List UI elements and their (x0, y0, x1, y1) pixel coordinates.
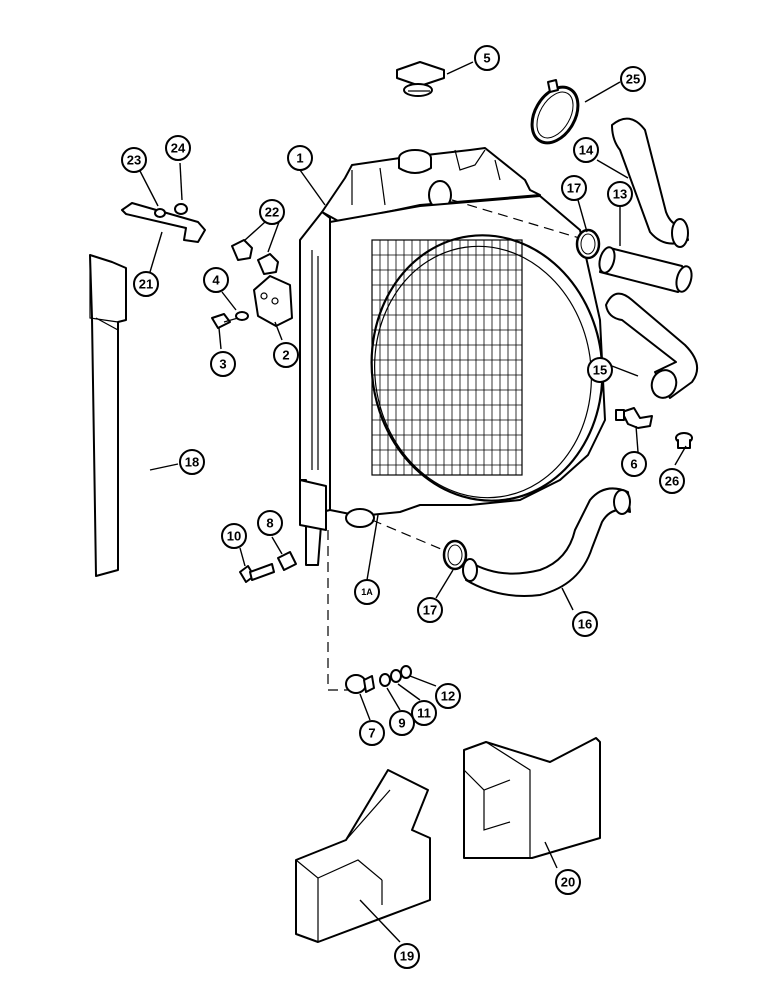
drain-plug (675, 432, 693, 449)
callout-label: 3 (219, 357, 226, 372)
callout-17-upper: 17 (561, 175, 587, 201)
callout-17-lower: 17 (417, 597, 443, 623)
callout-26: 26 (659, 468, 685, 494)
callout-label: 21 (139, 277, 153, 292)
nut-24 (174, 203, 188, 215)
callout-21: 21 (133, 271, 159, 297)
radiator-cap (396, 61, 445, 97)
callout-label: 23 (127, 153, 141, 168)
callout-7: 7 (359, 720, 385, 746)
callout-6: 6 (621, 451, 647, 477)
callout-2: 2 (273, 342, 299, 368)
callout-label: 17 (423, 603, 437, 618)
callout-label: 20 (561, 875, 575, 890)
washer-4 (235, 311, 249, 321)
callout-label: 11 (417, 706, 431, 721)
callout-10: 10 (221, 523, 247, 549)
callout-label: 2 (282, 348, 289, 363)
fan-shroud-ring (370, 234, 604, 502)
callout-18: 18 (179, 449, 205, 475)
callout-label: 26 (665, 474, 679, 489)
callout-label: 5 (483, 51, 490, 66)
callout-16: 16 (572, 611, 598, 637)
mount-22 (231, 239, 279, 275)
callout-label: 14 (579, 143, 594, 158)
callout-label: 1 (296, 151, 303, 166)
leader-lines (139, 61, 687, 943)
seal-strip (89, 254, 127, 577)
nut-12 (400, 665, 412, 679)
callout-8: 8 (257, 510, 283, 536)
alignment-lines (327, 199, 587, 691)
callout-1: 1 (287, 145, 313, 171)
washer-9 (379, 673, 391, 687)
callout-label: 9 (398, 716, 405, 731)
bolt-3 (211, 313, 239, 329)
callout-12: 12 (435, 683, 461, 709)
callout-label: 25 (626, 72, 640, 87)
callout-label: 13 (613, 187, 627, 202)
lower-outlet (345, 508, 375, 528)
hose-clip-25 (530, 79, 580, 145)
callout-1a: 1A (354, 579, 380, 605)
callout-label: 17 (567, 181, 581, 196)
bracket-21 (121, 202, 206, 243)
callout-22: 22 (259, 199, 285, 225)
callout-4: 4 (203, 267, 229, 293)
upper-hose-14 (611, 117, 689, 248)
callout-5: 5 (474, 45, 500, 71)
hose-clamp-lower (442, 539, 468, 571)
bolt-10 (239, 563, 275, 583)
callout-label: 6 (630, 457, 637, 472)
callout-label: 10 (227, 529, 241, 544)
washer-11 (390, 669, 402, 683)
callout-13: 13 (607, 181, 633, 207)
callout-label: 19 (400, 949, 414, 964)
bracket-2 (253, 275, 293, 327)
callout-label: 8 (266, 516, 273, 531)
callout-label: 1A (361, 587, 373, 597)
callout-11: 11 (411, 700, 437, 726)
callout-9: 9 (389, 710, 415, 736)
callout-label: 15 (593, 363, 607, 378)
callout-label: 18 (185, 455, 199, 470)
callout-label: 22 (265, 205, 279, 220)
lower-hose-16 (462, 487, 631, 597)
foam-seal-19 (295, 769, 431, 943)
callout-23: 23 (121, 147, 147, 173)
radiator-assembly (299, 147, 606, 566)
callout-3: 3 (210, 351, 236, 377)
callout-14: 14 (573, 137, 599, 163)
drain-tap (615, 407, 653, 429)
mount-7 (345, 674, 375, 694)
callout-label: 24 (171, 141, 186, 156)
callout-25: 25 (620, 66, 646, 92)
hose-15 (605, 292, 699, 399)
nut-23 (154, 208, 166, 218)
callout-label: 4 (212, 273, 220, 288)
callout-19: 19 (394, 943, 420, 969)
foam-seal-20 (463, 737, 601, 859)
hose-clamp-upper (575, 228, 601, 260)
callout-20: 20 (555, 869, 581, 895)
callout-24: 24 (165, 135, 191, 161)
callout-label: 16 (578, 617, 592, 632)
spacer-8 (277, 551, 297, 571)
callout-15: 15 (587, 357, 613, 383)
callout-label: 12 (441, 689, 455, 704)
hose-13 (598, 246, 693, 293)
callout-label: 7 (368, 726, 375, 741)
